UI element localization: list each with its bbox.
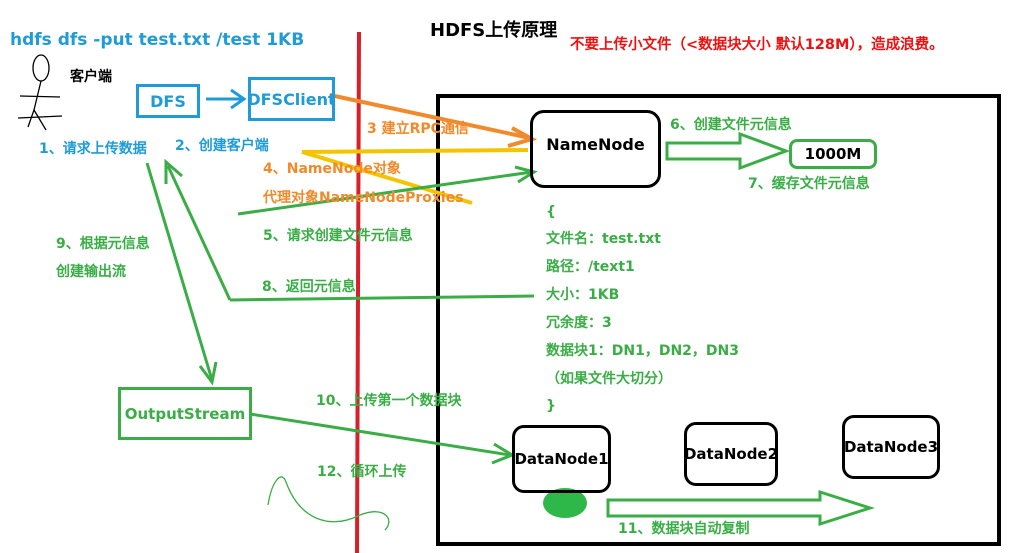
hdfs-cluster-boundary (436, 94, 1001, 546)
return-metadata-line (229, 294, 535, 302)
dfsclient-box: DFSClient (247, 77, 336, 121)
replication-block-arrow (606, 489, 875, 527)
create-outputstream-arrow (145, 162, 218, 386)
step-2-label: 2、创建客户端 (175, 138, 269, 154)
metadata-path: 路径：/text1 (546, 259, 635, 275)
upload-block-arrow (249, 412, 516, 465)
metadata-replication: 冗余度：3 (546, 315, 612, 331)
datanode2-box: DataNode2 (684, 422, 778, 486)
return-metadata-arrowhead (164, 158, 232, 301)
warning-text: 不要上传小文件（<数据块大小 默认128M），造成浪费。 (570, 37, 944, 53)
cache-block-arrow (665, 131, 791, 171)
memory-box: 1000M (789, 139, 877, 169)
metadata-size: 大小：1KB (546, 287, 620, 303)
proxy-arrows (301, 148, 529, 205)
client-server-divider (355, 31, 361, 553)
outputstream-box: OutputStream (118, 387, 252, 440)
step-7-label: 7、缓存文件元信息 (748, 176, 870, 192)
step-5-label: 5、请求创建文件元信息 (263, 228, 413, 244)
dfs-to-dfsclient-arrow (206, 88, 247, 110)
step-3-label: 3 建立RPC通信 (367, 121, 469, 137)
step-11-label: 11、数据块自动复制 (618, 521, 750, 537)
client-label: 客户端 (70, 69, 112, 85)
metadata-filename: 文件名：test.txt (546, 231, 661, 247)
client-figure-icon (17, 54, 63, 131)
data-block-dot (543, 488, 587, 518)
command-text: hdfs dfs -put test.txt /test 1KB (10, 30, 305, 50)
step-10-label: 10、上传第一个数据块 (316, 393, 462, 409)
step-4-label-line1: 4、NameNode对象 (263, 161, 401, 177)
datanode3-box: DataNode3 (842, 415, 940, 479)
diagram-title: HDFS上传原理 (430, 20, 558, 41)
request-metadata-arrow (237, 165, 538, 216)
namenode-box: NameNode (530, 110, 661, 188)
loop-upload-squiggle (267, 476, 390, 531)
step-4-label-line2: 代理对象NameNodeProxies (263, 190, 464, 206)
step-1-label: 1、请求上传数据 (39, 141, 147, 157)
step-6-label: 6、创建文件元信息 (670, 117, 792, 133)
metadata-open-brace: { (546, 204, 556, 220)
step-8-label: 8、返回元信息 (262, 279, 356, 295)
datanode1-box: DataNode1 (512, 425, 611, 493)
dfs-box: DFS (136, 84, 200, 118)
step-9-label-line1: 9、根据元信息 (56, 236, 150, 252)
step-9-label-line2: 创建输出流 (56, 264, 126, 280)
metadata-split-note: （如果文件大切分） (546, 371, 672, 387)
metadata-close-brace: } (546, 398, 556, 414)
step-12-label: 12、循环上传 (317, 464, 407, 480)
metadata-blocks: 数据块1：DN1，DN2，DN3 (546, 343, 739, 359)
